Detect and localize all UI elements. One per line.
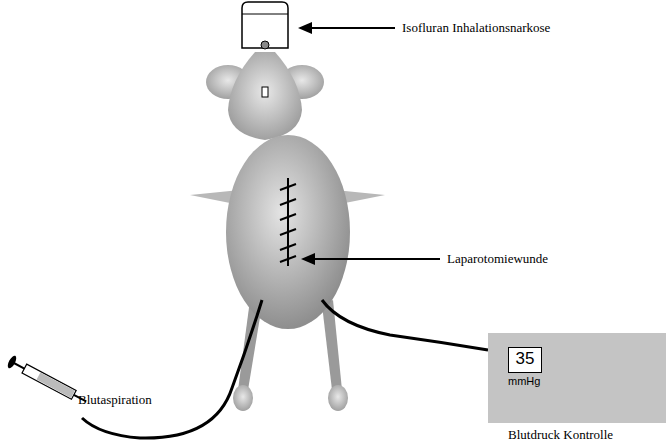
catheter [82,300,262,438]
head [228,52,302,140]
part-label: Blutaspiration [78,392,152,408]
display-box: 35 [508,347,542,373]
head-marker [262,87,268,97]
arrow-label: Isofluran Inhalationsnarkose [402,20,550,36]
display-value: 35 [509,349,541,369]
nozzle [261,41,269,49]
catheter [322,300,488,350]
unit-label: mmHg [508,375,540,387]
anesthesia-cone [242,2,288,48]
hind-leg [322,300,342,390]
foot [328,385,348,411]
monitor-box: 35mmHgBlutdruck Kontrolle [488,333,666,423]
foot [233,385,253,411]
pointer-arrow [298,22,440,265]
syringe [6,354,89,407]
anesthesia-cone [242,14,288,15]
body [226,135,350,329]
arrow-label: Laparotomiewunde [447,251,548,267]
monitor-caption: Blutdruck Kontrolle [508,427,613,443]
laparotomy-wound [280,178,296,266]
